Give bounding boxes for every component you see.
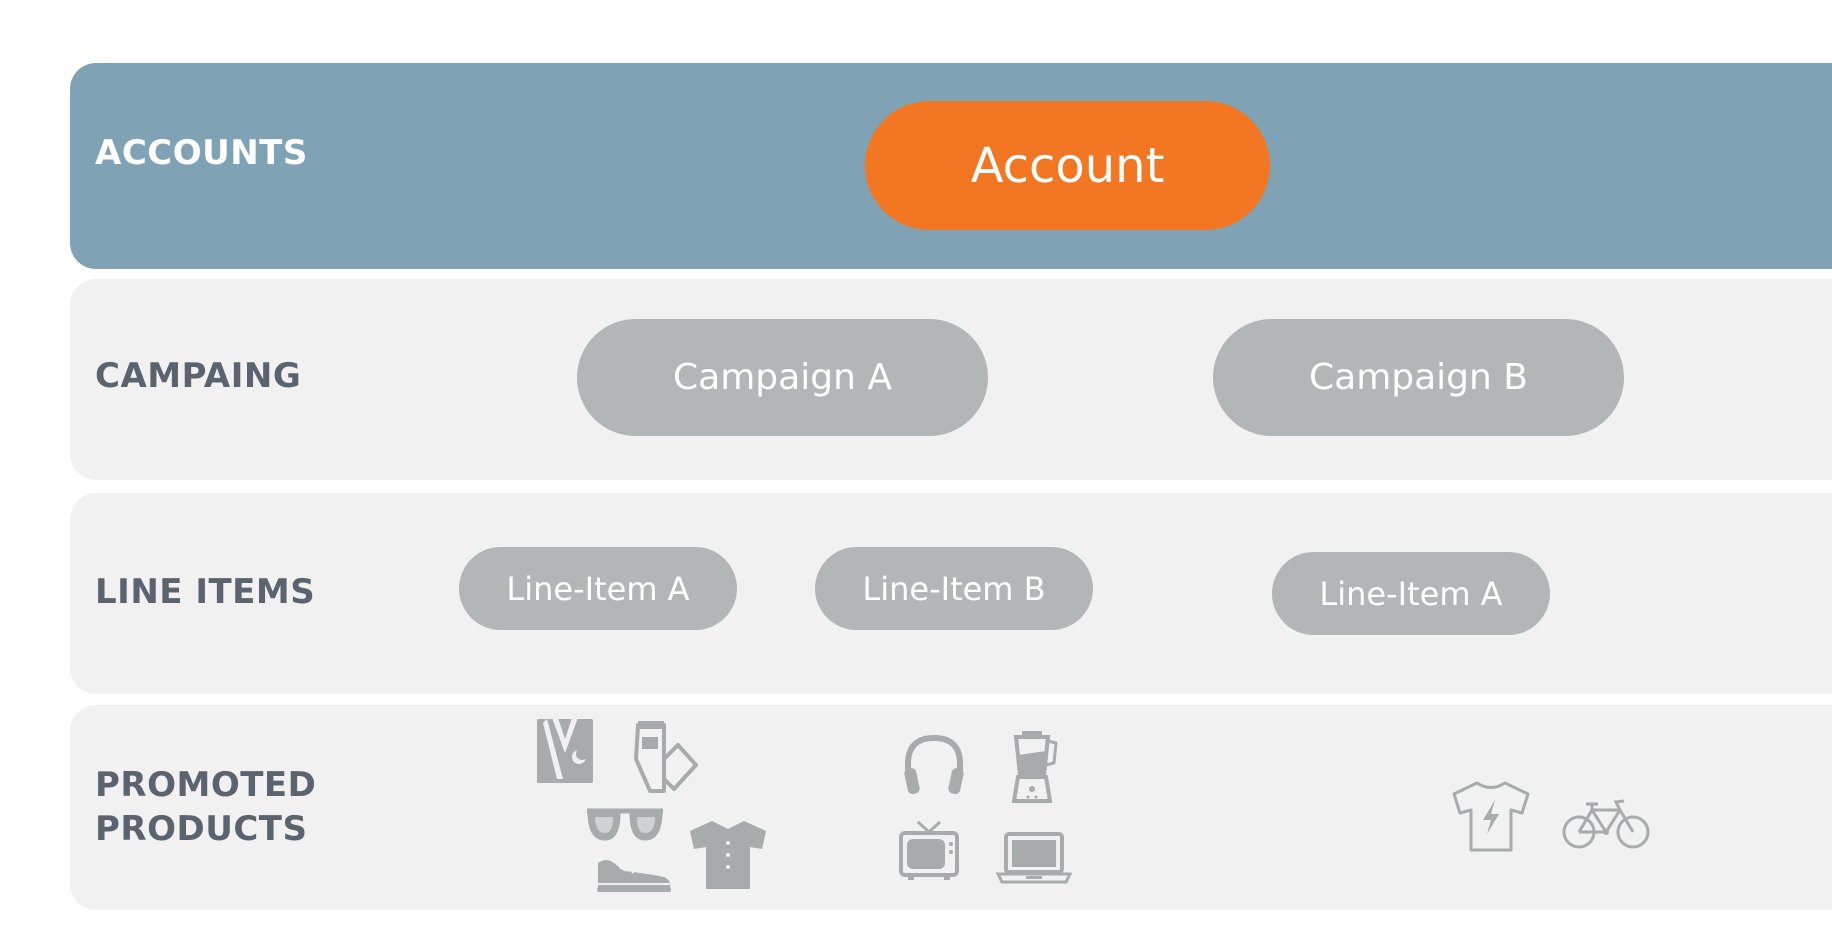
- promoted-products-row: PROMOTED PRODUCTS: [70, 705, 1832, 910]
- sunglasses-icon: [585, 805, 665, 843]
- account-node: Account: [865, 101, 1270, 230]
- line-item-a-2-node: Line-Item A: [1272, 552, 1550, 635]
- bicycle-icon: [1562, 798, 1650, 850]
- accounts-row: ACCOUNTS Account: [70, 63, 1832, 269]
- line-items-row: LINE ITEMS Line-Item A Line-Item B Line-…: [70, 493, 1832, 694]
- sneaker-icon: [594, 855, 674, 895]
- shirt-icon: [688, 819, 768, 891]
- campaign-row-label: CAMPAING: [95, 356, 302, 396]
- campaign-b-node: Campaign B: [1213, 319, 1624, 436]
- accounts-row-label: ACCOUNTS: [95, 133, 308, 173]
- campaign-a-node: Campaign A: [577, 319, 988, 436]
- line-item-b-node: Line-Item B: [815, 547, 1093, 630]
- tshirt-icon: [1451, 780, 1531, 854]
- laptop-icon: [996, 830, 1072, 886]
- line-items-row-label: LINE ITEMS: [95, 572, 316, 612]
- tv-icon: [898, 820, 960, 882]
- headphones-icon: [902, 732, 966, 798]
- jeans-icon: [630, 719, 700, 795]
- promoted-products-row-label: PROMOTED PRODUCTS: [95, 765, 317, 849]
- blender-icon: [1008, 729, 1058, 805]
- robe-icon: [535, 713, 595, 785]
- campaign-row: CAMPAING Campaign A Campaign B: [70, 279, 1832, 480]
- line-item-a-node: Line-Item A: [459, 547, 737, 630]
